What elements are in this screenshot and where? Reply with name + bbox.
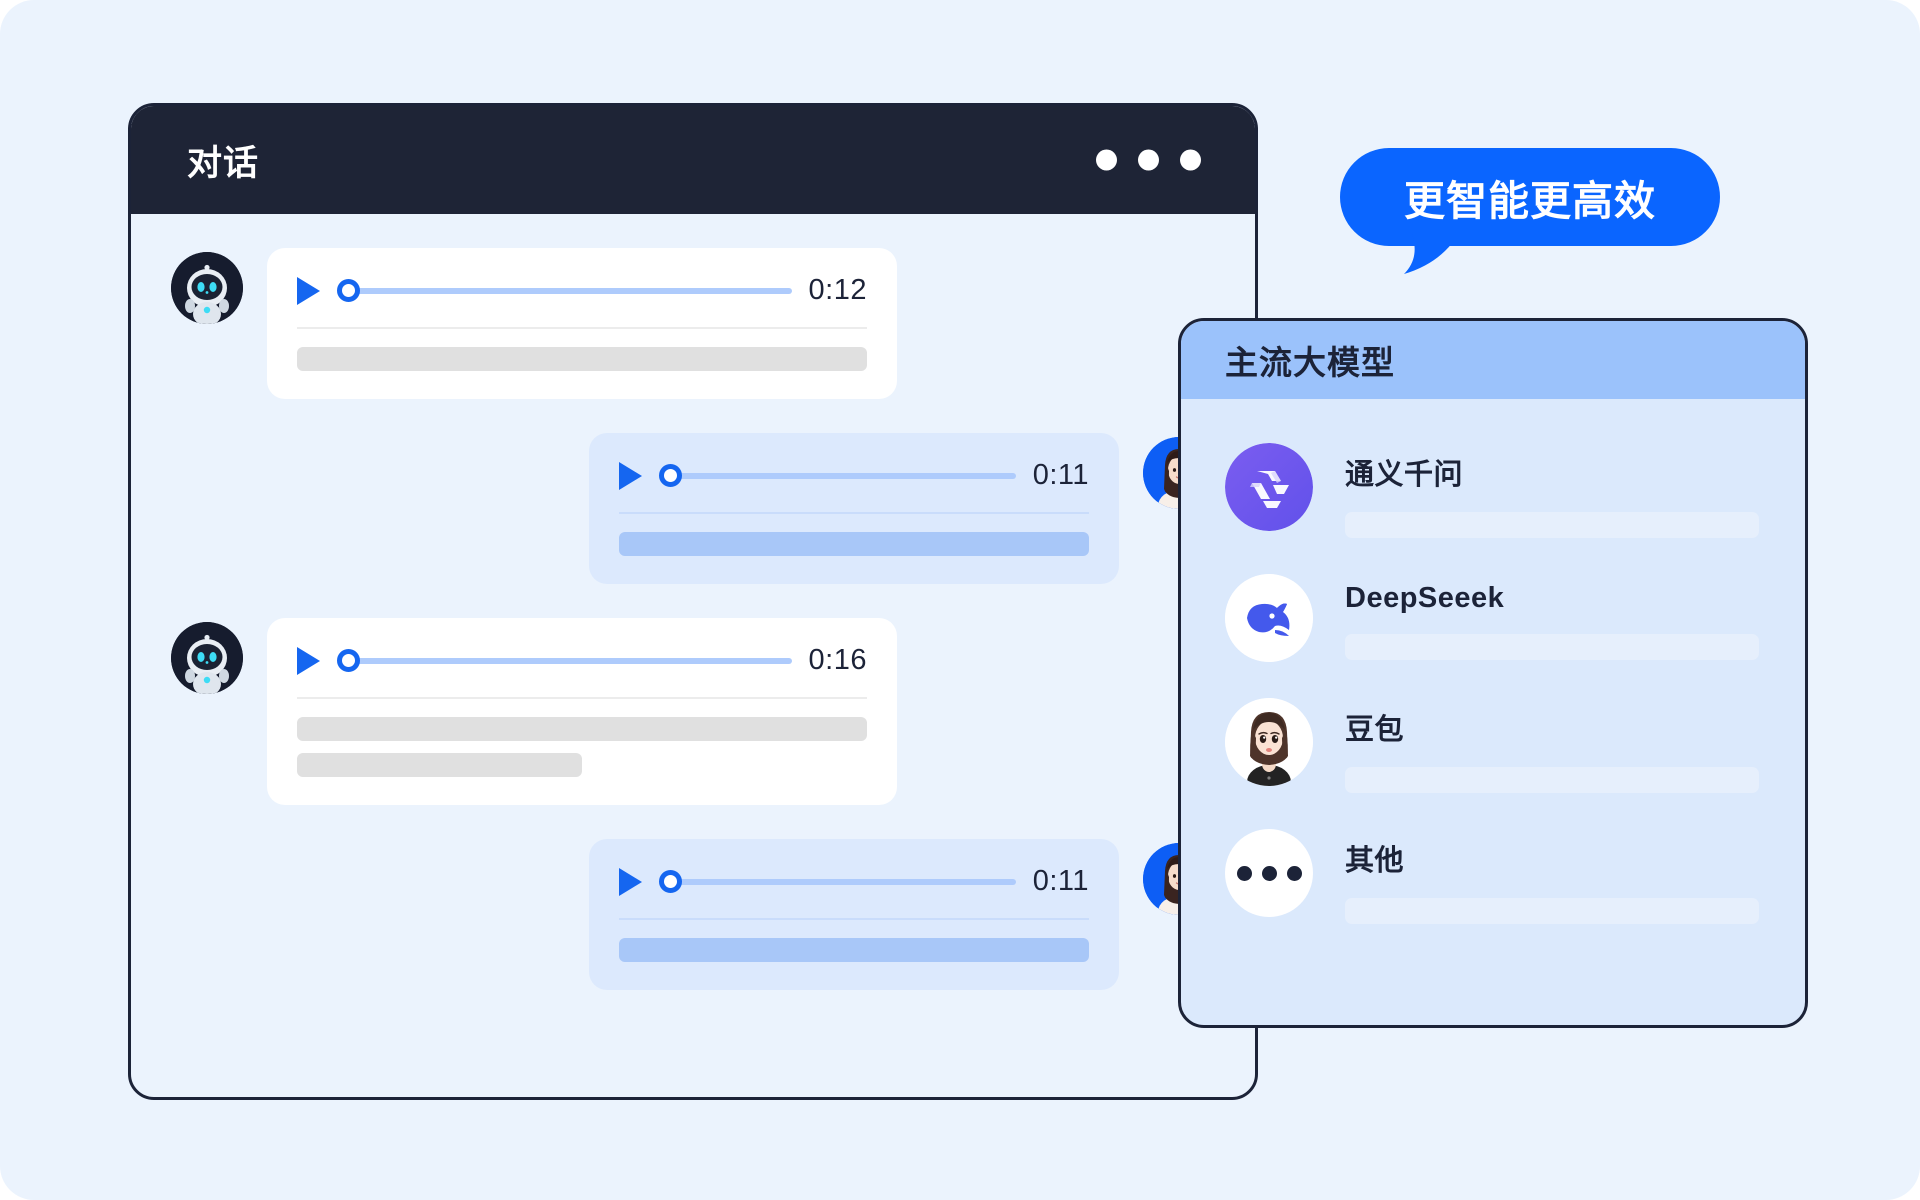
model-list-item[interactable]: 豆包	[1225, 698, 1759, 793]
chat-message-row: 0:11	[171, 433, 1215, 584]
model-description-placeholder	[1345, 634, 1759, 660]
transcript-placeholder-bar	[619, 532, 1089, 556]
model-info: 豆包	[1345, 698, 1759, 793]
deepseek-whale-logo-icon	[1225, 574, 1313, 662]
transcript-placeholder-bar	[297, 347, 867, 371]
slider-handle[interactable]	[337, 649, 360, 672]
audio-duration: 0:11	[1032, 459, 1089, 491]
models-panel: 主流大模型	[1178, 318, 1808, 1028]
models-list: 通义千问 DeepSeeek	[1181, 399, 1805, 954]
doubao-girl-logo-icon	[1225, 698, 1313, 786]
transcript-placeholder-bar	[619, 938, 1089, 962]
play-icon[interactable]	[297, 276, 320, 305]
window-dot-2[interactable]	[1138, 149, 1159, 171]
bubble-divider	[619, 918, 1089, 920]
model-name: 豆包	[1345, 714, 1405, 746]
robot-icon	[171, 622, 243, 694]
window-controls[interactable]	[1096, 149, 1201, 171]
transcript-placeholder-bar	[297, 717, 867, 741]
robot-avatar	[171, 252, 243, 324]
model-list-item[interactable]: 其他	[1225, 829, 1759, 924]
slider-handle[interactable]	[337, 279, 360, 302]
qwen-logo-icon	[1225, 443, 1313, 531]
audio-player[interactable]: 0:11	[619, 459, 1089, 492]
audio-message-bubble[interactable]: 0:16	[267, 618, 897, 805]
transcript-placeholder-bar	[297, 753, 582, 777]
play-icon[interactable]	[619, 867, 642, 896]
model-list-item[interactable]: DeepSeeek	[1225, 574, 1759, 662]
more-dots-icon	[1225, 829, 1313, 917]
audio-message-bubble[interactable]: 0:11	[589, 839, 1119, 990]
audio-progress-slider[interactable]	[659, 870, 1016, 894]
robot-icon	[171, 252, 243, 324]
speech-bubble-tail	[1398, 234, 1456, 276]
model-name: DeepSeeek	[1345, 582, 1505, 614]
chat-titlebar: 对话	[131, 106, 1255, 214]
slider-handle[interactable]	[659, 464, 682, 487]
model-info: DeepSeeek	[1345, 574, 1759, 660]
audio-duration: 0:11	[1032, 865, 1089, 897]
bubble-divider	[297, 327, 867, 329]
dot-2	[1261, 865, 1277, 881]
slider-track	[670, 878, 1016, 885]
model-info: 通义千问	[1345, 443, 1759, 538]
window-dot-1[interactable]	[1096, 149, 1117, 171]
slider-track	[348, 287, 792, 294]
chat-message-list: 0:12 0:11	[131, 214, 1255, 1097]
bubble-divider	[619, 512, 1089, 514]
model-info: 其他	[1345, 829, 1759, 924]
models-panel-header: 主流大模型	[1181, 321, 1805, 399]
model-name: 通义千问	[1345, 459, 1464, 491]
audio-progress-slider[interactable]	[659, 464, 1016, 488]
audio-duration: 0:16	[808, 644, 867, 676]
robot-avatar	[171, 622, 243, 694]
audio-player[interactable]: 0:16	[297, 644, 867, 677]
play-icon[interactable]	[297, 646, 320, 675]
dot-1	[1236, 865, 1252, 881]
chat-window: 对话	[128, 103, 1258, 1100]
audio-player[interactable]: 0:12	[297, 274, 867, 307]
slider-track	[670, 472, 1016, 479]
model-name: 其他	[1345, 845, 1405, 877]
play-icon[interactable]	[619, 461, 642, 490]
audio-progress-slider[interactable]	[337, 279, 792, 303]
model-description-placeholder	[1345, 512, 1759, 538]
models-panel-title: 主流大模型	[1225, 344, 1395, 381]
dot-3	[1286, 865, 1302, 881]
chat-window-title: 对话	[187, 143, 260, 183]
window-dot-3[interactable]	[1180, 149, 1201, 171]
bubble-divider	[297, 697, 867, 699]
audio-progress-slider[interactable]	[337, 649, 792, 673]
chat-message-row: 0:11	[171, 839, 1215, 990]
slider-track	[348, 657, 792, 664]
audio-message-bubble[interactable]: 0:12	[267, 248, 897, 399]
slider-handle[interactable]	[659, 870, 682, 893]
chat-message-row: 0:12	[171, 248, 1215, 399]
tagline-speech-bubble: 更智能更高效	[1340, 148, 1720, 274]
ellipsis-dots	[1236, 865, 1302, 881]
chat-message-row: 0:16	[171, 618, 1215, 805]
audio-player[interactable]: 0:11	[619, 865, 1089, 898]
model-list-item[interactable]: 通义千问	[1225, 443, 1759, 538]
model-description-placeholder	[1345, 767, 1759, 793]
audio-message-bubble[interactable]: 0:11	[589, 433, 1119, 584]
model-description-placeholder	[1345, 898, 1759, 924]
tagline-text: 更智能更高效	[1404, 178, 1656, 224]
audio-duration: 0:12	[808, 274, 867, 306]
